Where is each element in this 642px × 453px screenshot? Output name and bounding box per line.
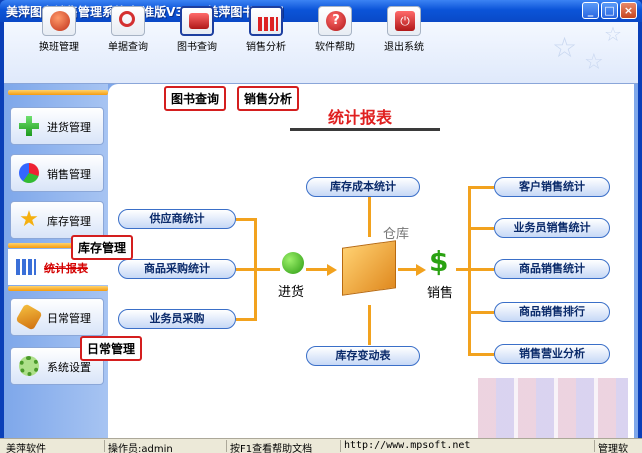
star-icon: ★ — [19, 207, 39, 232]
status-hint: 按F1查看帮助文档 — [230, 444, 313, 453]
nav-active-top-bar — [8, 243, 108, 248]
status-company: 美萍软件 — [6, 444, 46, 453]
toolbar-label: 销售分析 — [246, 42, 286, 53]
sidebar-item-label: 进货管理 — [47, 121, 91, 134]
sidebar-item-sales[interactable]: 销售管理 — [10, 154, 104, 192]
nav-active-bottom-bar — [8, 286, 108, 291]
connector-line — [456, 268, 470, 271]
bar-chart-icon — [249, 6, 283, 36]
connector-line — [468, 227, 494, 230]
nav-top-bar — [8, 90, 108, 95]
product-sales-button[interactable]: 商品销售统计 — [494, 259, 610, 279]
toolbar-label: 图书查询 — [177, 42, 217, 53]
tools-icon — [15, 303, 43, 331]
sales-analysis-button[interactable]: 销售营业分析 — [494, 344, 610, 364]
toolbar-shift-button[interactable]: 换班管理 — [34, 6, 84, 56]
green-arrow-icon — [282, 252, 304, 274]
status-bar: 美萍软件 操作员:admin 按F1查看帮助文档 http://www.mpso… — [0, 438, 642, 453]
status-separator — [340, 440, 341, 452]
callout-inventory: 库存管理 — [71, 235, 134, 260]
warehouse-label: 仓库 — [383, 227, 410, 242]
sidebar-item-label: 系统设置 — [47, 361, 91, 374]
toolbar-receipt-query-button[interactable]: 单据查询 — [103, 6, 153, 56]
connector-line — [306, 268, 328, 271]
help-icon: ? — [318, 6, 352, 36]
sidebar-item-inventory[interactable]: ★ 库存管理 — [10, 201, 104, 239]
sidebar-item-label: 统计报表 — [44, 262, 88, 275]
exit-icon: ⏻ — [387, 6, 421, 36]
toolbar-label: 单据查询 — [108, 42, 148, 53]
people-icon — [42, 6, 76, 36]
product-ranking-button[interactable]: 商品销售排行 — [494, 302, 610, 322]
minimize-button[interactable]: _ — [582, 2, 599, 19]
arrow-head — [416, 264, 426, 276]
connector-line — [468, 311, 494, 314]
gear-icon — [19, 356, 39, 376]
toolbar-label: 换班管理 — [39, 42, 79, 53]
title-underline — [290, 128, 440, 131]
toolbar-help-button[interactable]: ? 软件帮助 — [310, 6, 360, 56]
callout-book-query: 图书查询 — [164, 86, 227, 111]
purchase-label: 进货 — [278, 285, 305, 300]
toolbar-sales-analysis-button[interactable]: 销售分析 — [241, 6, 291, 56]
toolbar-book-query-button[interactable]: 图书查询 — [172, 6, 222, 56]
dollar-icon: $ — [429, 245, 449, 278]
connector-line — [368, 197, 371, 237]
inventory-change-button[interactable]: 库存变动表 — [306, 346, 420, 366]
star-decoration: ☆ — [584, 50, 604, 75]
arrow-head — [327, 264, 337, 276]
connector-line — [468, 268, 494, 271]
salesman-sales-button[interactable]: 业务员销售统计 — [494, 218, 610, 238]
connector-line — [468, 353, 494, 356]
close-button[interactable]: × — [620, 2, 637, 19]
status-separator — [104, 440, 105, 452]
callout-daily: 日常管理 — [80, 336, 143, 361]
maximize-button[interactable]: □ — [601, 2, 618, 19]
connector-line — [468, 186, 494, 189]
inventory-cost-button[interactable]: 库存成本统计 — [306, 177, 420, 197]
salesman-purchase-button[interactable]: 业务员采购 — [118, 309, 236, 329]
sidebar-item-purchase[interactable]: 进货管理 — [10, 107, 104, 145]
toolbar-label: 软件帮助 — [315, 42, 355, 53]
pie-icon — [19, 163, 39, 183]
plus-icon — [19, 116, 39, 136]
status-url: http://www.mpsoft.net — [344, 440, 471, 451]
purchase-stats-button[interactable]: 商品采购统计 — [118, 259, 236, 279]
connector-line — [236, 318, 256, 321]
star-decoration: ☆ — [552, 31, 578, 64]
sidebar-item-label: 库存管理 — [47, 215, 91, 228]
star-decoration: ☆ — [604, 22, 622, 46]
magnifier-icon — [111, 6, 145, 36]
connector-line — [254, 218, 257, 321]
connector-line — [236, 268, 256, 271]
report-title: 统计报表 — [328, 108, 393, 127]
book-icon — [180, 6, 214, 36]
connector-line — [236, 218, 256, 221]
status-operator: 操作员:admin — [108, 444, 173, 453]
connector-line — [468, 186, 471, 356]
toolbar-exit-button[interactable]: ⏻ 退出系统 — [379, 6, 429, 56]
callout-sales-analysis: 销售分析 — [237, 86, 300, 111]
sales-label: 销售 — [427, 286, 454, 301]
connector-line — [368, 305, 371, 345]
bar-chart-decoration — [478, 378, 628, 438]
toolbar-label: 退出系统 — [384, 42, 424, 53]
warehouse-box-icon — [342, 240, 396, 296]
connector-line — [398, 268, 418, 271]
customer-sales-button[interactable]: 客户销售统计 — [494, 177, 610, 197]
sidebar-item-label: 日常管理 — [47, 312, 91, 325]
status-separator — [226, 440, 227, 452]
supplier-stats-button[interactable]: 供应商统计 — [118, 209, 236, 229]
sidebar-item-label: 销售管理 — [47, 168, 91, 181]
sidebar-item-daily[interactable]: 日常管理 — [10, 298, 104, 336]
connector-line — [256, 268, 280, 271]
status-separator — [594, 440, 595, 452]
status-software: 管理软 — [598, 444, 628, 453]
bar-chart-icon — [16, 259, 36, 275]
